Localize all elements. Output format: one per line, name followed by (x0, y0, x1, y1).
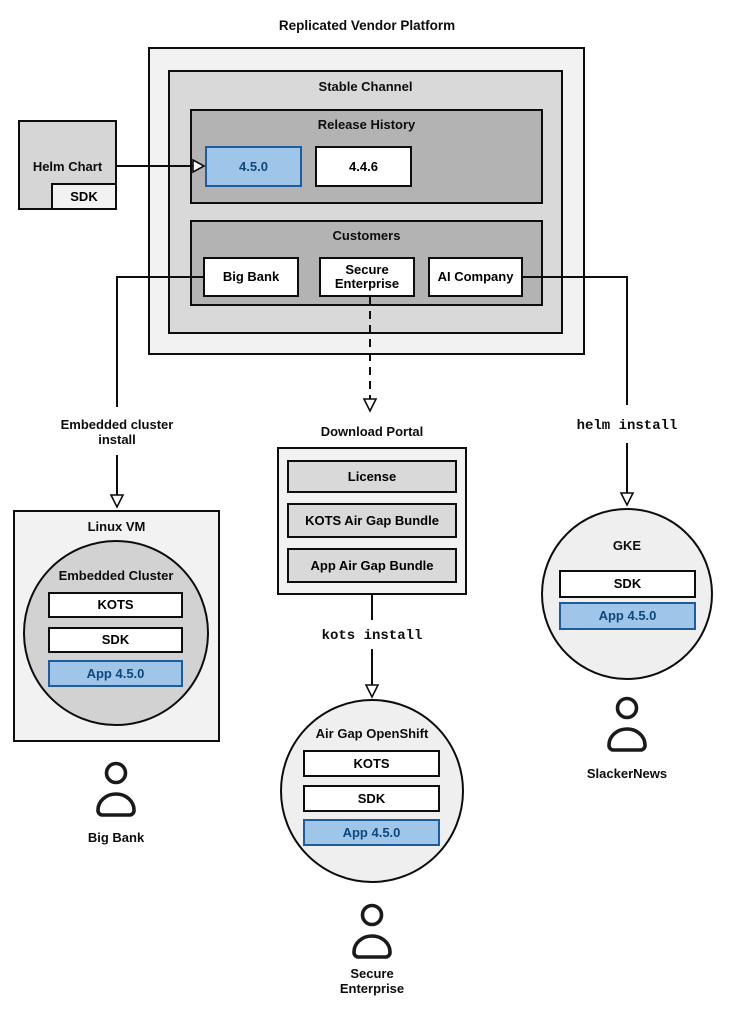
linux-vm-sdk-box: SDK (48, 627, 183, 653)
linux-vm-kots-box: KOTS (48, 592, 183, 618)
linux-vm-kots-label: KOTS (97, 597, 134, 612)
secure-enterprise-user-icon (352, 903, 392, 959)
customer-big-bank-label: Big Bank (222, 269, 280, 284)
helm-chart-sdk-box: SDK (51, 183, 117, 210)
helm-chart-label: Helm Chart (32, 159, 103, 174)
linux-vm-app-box: App 4.5.0 (48, 660, 183, 687)
gke-app-label: App 4.5.0 (598, 608, 657, 623)
linux-vm-sdk-label: SDK (101, 632, 130, 647)
helm-chart-sdk-label: SDK (70, 188, 98, 204)
gke-sdk-label: SDK (613, 576, 642, 591)
release-446-box: 4.4.6 (315, 146, 412, 187)
customer-ai-company-label: AI Company (437, 269, 514, 284)
customer-big-bank-box: Big Bank (203, 257, 299, 297)
slackernews-user-label: SlackerNews (586, 766, 668, 781)
secure-enterprise-user-label: Secure Enterprise (339, 966, 405, 996)
edge-label-embedded-cluster-install: Embedded cluster install (60, 417, 174, 447)
embedded-cluster-label: Embedded Cluster (58, 568, 174, 583)
download-portal-license-box: License (287, 460, 457, 493)
arrowhead-into-openshift (364, 684, 380, 699)
arrowhead-into-gke (619, 492, 635, 507)
download-portal-license-label: License (347, 468, 397, 484)
download-portal-app-bundle-label: App Air Gap Bundle (310, 557, 434, 573)
customers-label: Customers (332, 228, 401, 243)
linux-vm-label: Linux VM (87, 519, 146, 534)
release-446-label: 4.4.6 (349, 158, 378, 174)
arrowhead-into-linux-vm (109, 494, 125, 509)
download-portal-app-bundle-box: App Air Gap Bundle (287, 548, 457, 583)
air-gap-openshift-label: Air Gap OpenShift (315, 726, 429, 741)
gke-app-box: App 4.5.0 (559, 602, 696, 630)
big-bank-user-label: Big Bank (87, 830, 145, 845)
gke-label: GKE (612, 538, 642, 553)
openshift-sdk-box: SDK (303, 785, 440, 812)
download-portal-kots-bundle-box: KOTS Air Gap Bundle (287, 503, 457, 538)
customer-secure-enterprise-label: Secure Enterprise (334, 262, 400, 291)
gke-sdk-box: SDK (559, 570, 696, 598)
big-bank-user-icon (96, 761, 136, 817)
download-portal-kots-bundle-label: KOTS Air Gap Bundle (305, 512, 439, 528)
customer-secure-enterprise-box: Secure Enterprise (319, 257, 415, 297)
openshift-kots-box: KOTS (303, 750, 440, 777)
openshift-app-label: App 4.5.0 (342, 824, 401, 840)
customer-ai-company-box: AI Company (428, 257, 523, 297)
linux-vm-app-label: App 4.5.0 (86, 665, 145, 681)
openshift-kots-label: KOTS (353, 755, 390, 771)
release-history-label: Release History (317, 117, 416, 132)
download-portal-label: Download Portal (320, 424, 424, 439)
stable-channel-label: Stable Channel (318, 79, 413, 94)
openshift-sdk-label: SDK (357, 790, 386, 806)
edge-label-kots-install: kots install (321, 628, 423, 644)
release-450-box: 4.5.0 (205, 146, 302, 187)
slackernews-user-icon (607, 696, 647, 752)
edge-label-helm-install: helm install (576, 418, 678, 434)
arrowhead-into-download-portal (362, 398, 378, 413)
diagram-title: Replicated Vendor Platform (278, 18, 456, 33)
openshift-app-box: App 4.5.0 (303, 819, 440, 846)
release-450-label: 4.5.0 (239, 158, 268, 174)
